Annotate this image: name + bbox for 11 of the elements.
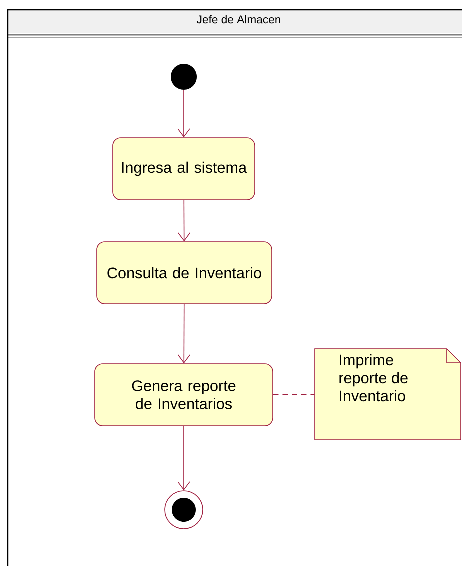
arrow <box>178 304 191 364</box>
action-box: Ingresa al sistema <box>112 138 256 200</box>
initial-node <box>171 64 197 90</box>
final-node <box>164 490 204 530</box>
note: Imprime reporte de Inventario <box>314 348 462 440</box>
action-box: Genera reporte de Inventarios <box>94 364 274 426</box>
action-box: Consulta de Inventario <box>96 242 272 304</box>
arrow <box>178 90 190 138</box>
arrow <box>178 200 191 242</box>
arrow <box>178 426 190 491</box>
connector-line <box>273 394 316 396</box>
